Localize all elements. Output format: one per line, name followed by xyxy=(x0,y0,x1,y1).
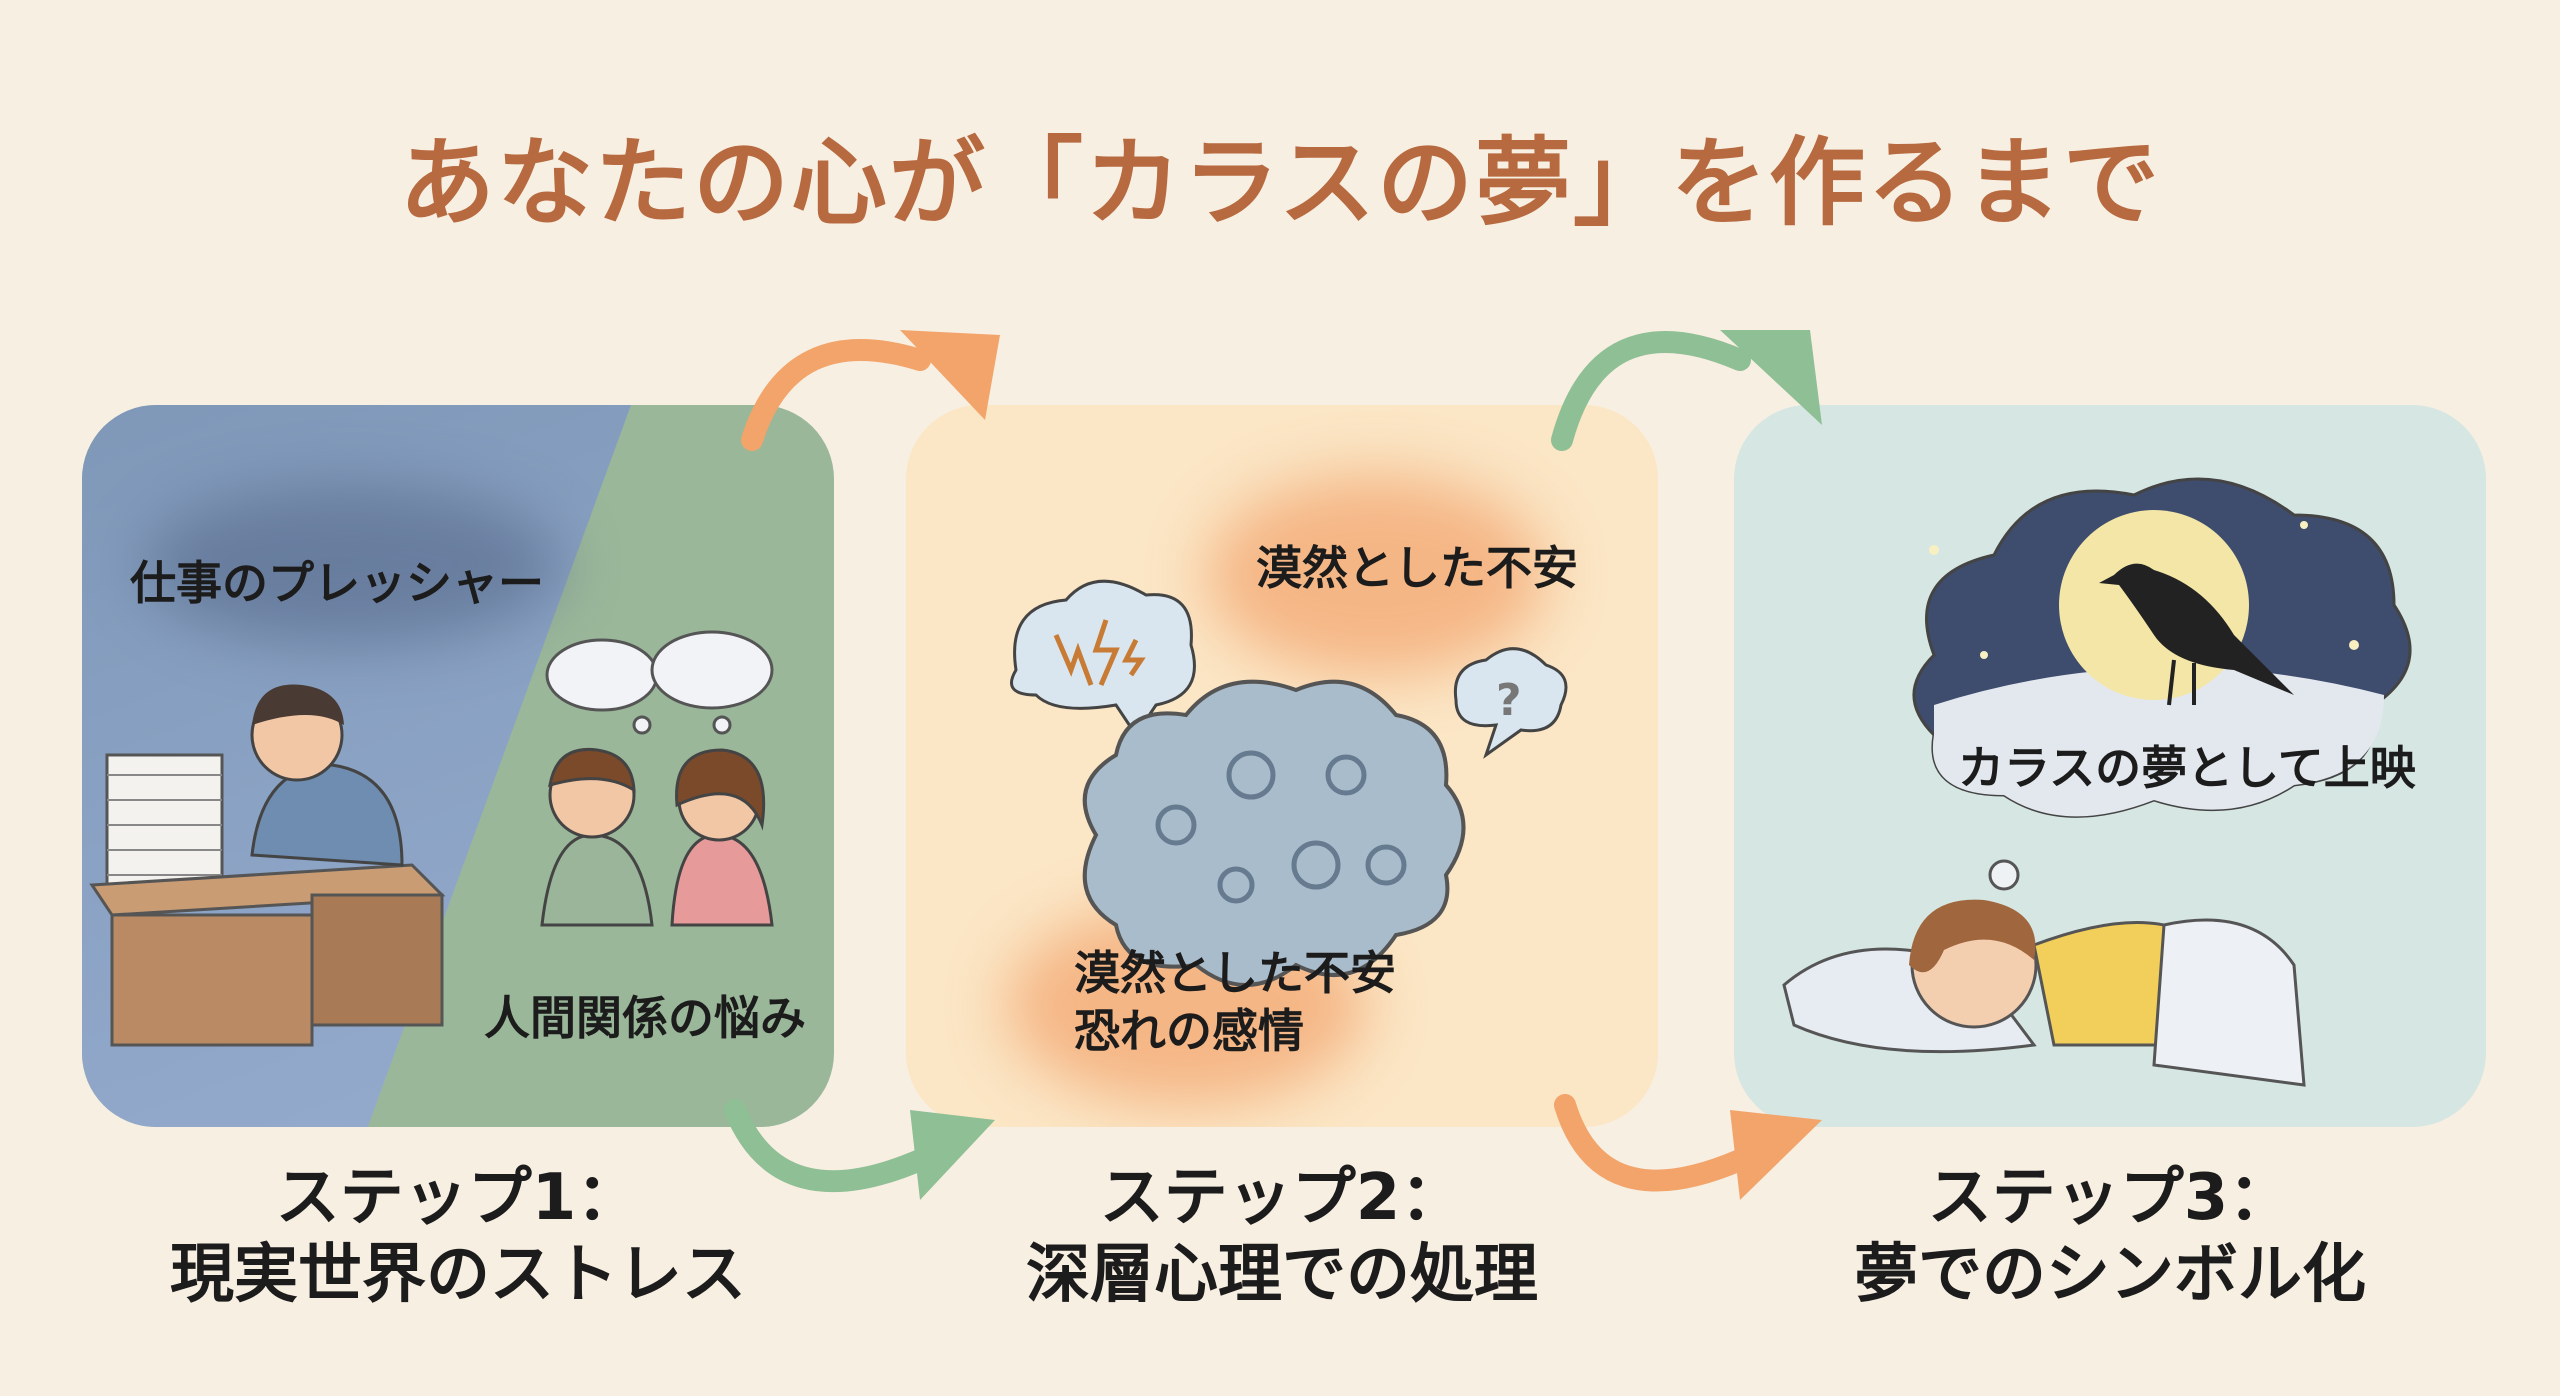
page-title: あなたの心が「カラスの夢」を作るまで xyxy=(398,127,2162,239)
stressed-worker-illustration xyxy=(89,630,774,1047)
crow-dream-screening-label: カラスの夢として上映 xyxy=(1958,741,2416,795)
fear-emotion-label: 恐れの感情 xyxy=(1074,1004,1304,1058)
work-pressure-label: 仕事のプレッシャー xyxy=(130,556,544,610)
relationship-worry-label: 人間関係の悩み xyxy=(484,991,806,1045)
panel-step3-symbolization: カラスの夢として上映 xyxy=(1734,405,2486,1127)
question-bubble-icon: ? xyxy=(1453,647,1568,759)
lightning-bubble-icon xyxy=(1010,579,1196,738)
step3-caption: ステップ3： 夢でのシンボル化 xyxy=(1734,1160,2486,1314)
crow-dream-illustration xyxy=(1782,477,2412,1087)
step1-caption: ステップ1： 現実世界のストレス xyxy=(82,1160,834,1314)
step2-number: ステップ2： xyxy=(1099,1161,1465,1235)
thought-bubbles-icon xyxy=(545,630,774,735)
brain-cloud-illustration: ? xyxy=(1010,579,1568,987)
svg-text:?: ? xyxy=(1496,675,1522,726)
dream-bubble-icon xyxy=(1912,477,2412,935)
arguing-couple-icon xyxy=(540,747,774,927)
anxiety-glow-top xyxy=(1206,475,1546,675)
crow-icon xyxy=(2099,563,2294,706)
step3-number: ステップ3： xyxy=(1927,1161,2293,1235)
step1-number: ステップ1： xyxy=(275,1161,641,1235)
vague-anxiety-label-bottom: 漠然とした不安 xyxy=(1074,946,1396,1000)
desk-icon xyxy=(89,863,446,1047)
step2-title: 深層心理での処理 xyxy=(1026,1237,1538,1312)
brain-cloud-icon xyxy=(1082,679,1466,987)
step1-title: 現実世界のストレス xyxy=(170,1237,746,1312)
worker-icon xyxy=(250,684,404,867)
vague-anxiety-label-top: 漠然とした不安 xyxy=(1256,541,1578,595)
dark-cloud-glow xyxy=(142,485,562,645)
panel-step2-processing: ? 漠然とした不安 漠然とした不安 恐れの感情 xyxy=(906,405,1658,1127)
step2-caption: ステップ2： 深層心理での処理 xyxy=(906,1160,1658,1314)
sleeping-girl-icon xyxy=(1782,899,2306,1087)
panel-step1-stress: 仕事のプレッシャー 人間関係の悩み xyxy=(82,405,834,1127)
step3-title: 夢でのシンボル化 xyxy=(1854,1237,2366,1312)
